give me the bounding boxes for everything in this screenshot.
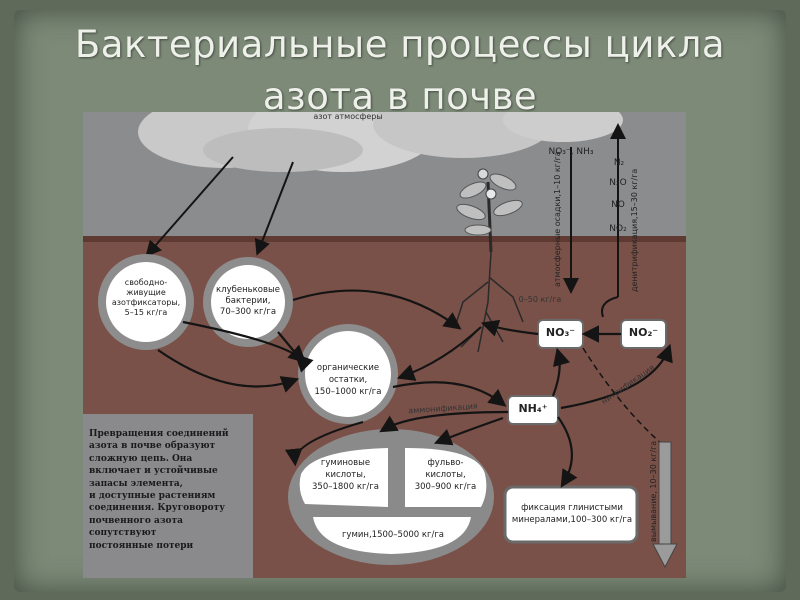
note-box: Превращения соединений азота в почве обр… bbox=[83, 414, 253, 578]
no3-label: NO₃⁻ bbox=[545, 326, 576, 339]
atm-forms-label: NO₃⁻, NH₃ bbox=[548, 147, 594, 157]
nitrogen-cycle-diagram: азот атмосферы NO₃⁻, NH₃ N₂ N₂O NO NO₂ а… bbox=[83, 112, 686, 578]
nh4-label: NH₄⁺ bbox=[518, 402, 548, 415]
no2-atm-label: NO₂ bbox=[609, 224, 627, 234]
rain-label: атмосферные осадки,1–10 кг/га bbox=[553, 151, 562, 287]
slide-title-line2: азота в почве bbox=[262, 75, 538, 118]
free-living-label: свободно- живущие азотфиксаторы, 5–15 кг… bbox=[111, 278, 181, 317]
leaching-arrow bbox=[652, 441, 678, 569]
atmosphere-label: азот атмосферы bbox=[313, 112, 383, 121]
fulvic-label: фульво- кислоты, 300–900 кг/га bbox=[414, 458, 477, 492]
no-label: NO bbox=[611, 200, 625, 210]
nodule-label: клубеньковые бактерии, 70–300 кг/га bbox=[216, 285, 280, 317]
n2o-label: N₂O bbox=[609, 178, 627, 188]
diagram-graphics bbox=[83, 112, 686, 578]
leaching-label: вымывание, 10–30 кг/га bbox=[649, 440, 658, 542]
note-text: Превращения соединений азота в почве обр… bbox=[89, 429, 229, 551]
nh4-node bbox=[507, 395, 559, 425]
organic-label: органические остатки, 150–1000 кг/га bbox=[314, 363, 382, 397]
no2-label: NO₂⁻ bbox=[628, 326, 659, 339]
free-living-node bbox=[98, 254, 194, 350]
humus-group bbox=[288, 429, 494, 565]
slide-title-line1: Бактериальные процессы цикла bbox=[74, 23, 726, 66]
organic-node bbox=[298, 324, 398, 424]
humic-label: гуминовые кислоты, 350–1800 кг/га bbox=[312, 458, 379, 492]
humin-label: гумин,1500–5000 кг/га bbox=[341, 530, 445, 540]
atmosphere-cloud bbox=[138, 112, 623, 172]
clay-label: фиксация глинистыми минералами,100–300 к… bbox=[511, 503, 633, 525]
n2-label: N₂ bbox=[613, 158, 625, 168]
denitrification-label: денитрификация,15–30 кг/га bbox=[630, 168, 639, 292]
uptake-label: 0–50 кг/га bbox=[518, 295, 562, 304]
nodule-node bbox=[203, 257, 293, 347]
plant-icon bbox=[454, 168, 524, 353]
